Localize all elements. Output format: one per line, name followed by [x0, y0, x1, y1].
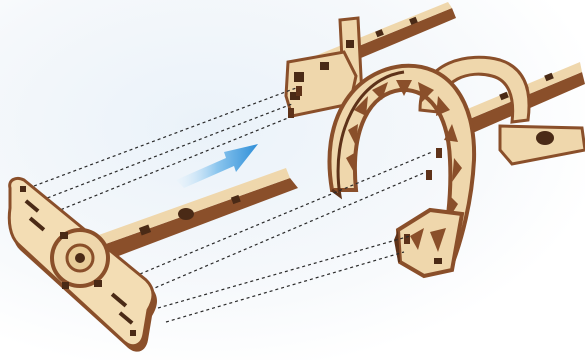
base-cross-frame [9, 168, 298, 352]
connector-line [166, 252, 404, 322]
connector-line [34, 88, 296, 186]
arched-support-assembly [286, 2, 585, 276]
connector-line [158, 236, 410, 308]
cross-plate [9, 178, 157, 351]
arrow-right-icon [176, 144, 258, 188]
lower-right-plank [500, 126, 585, 164]
